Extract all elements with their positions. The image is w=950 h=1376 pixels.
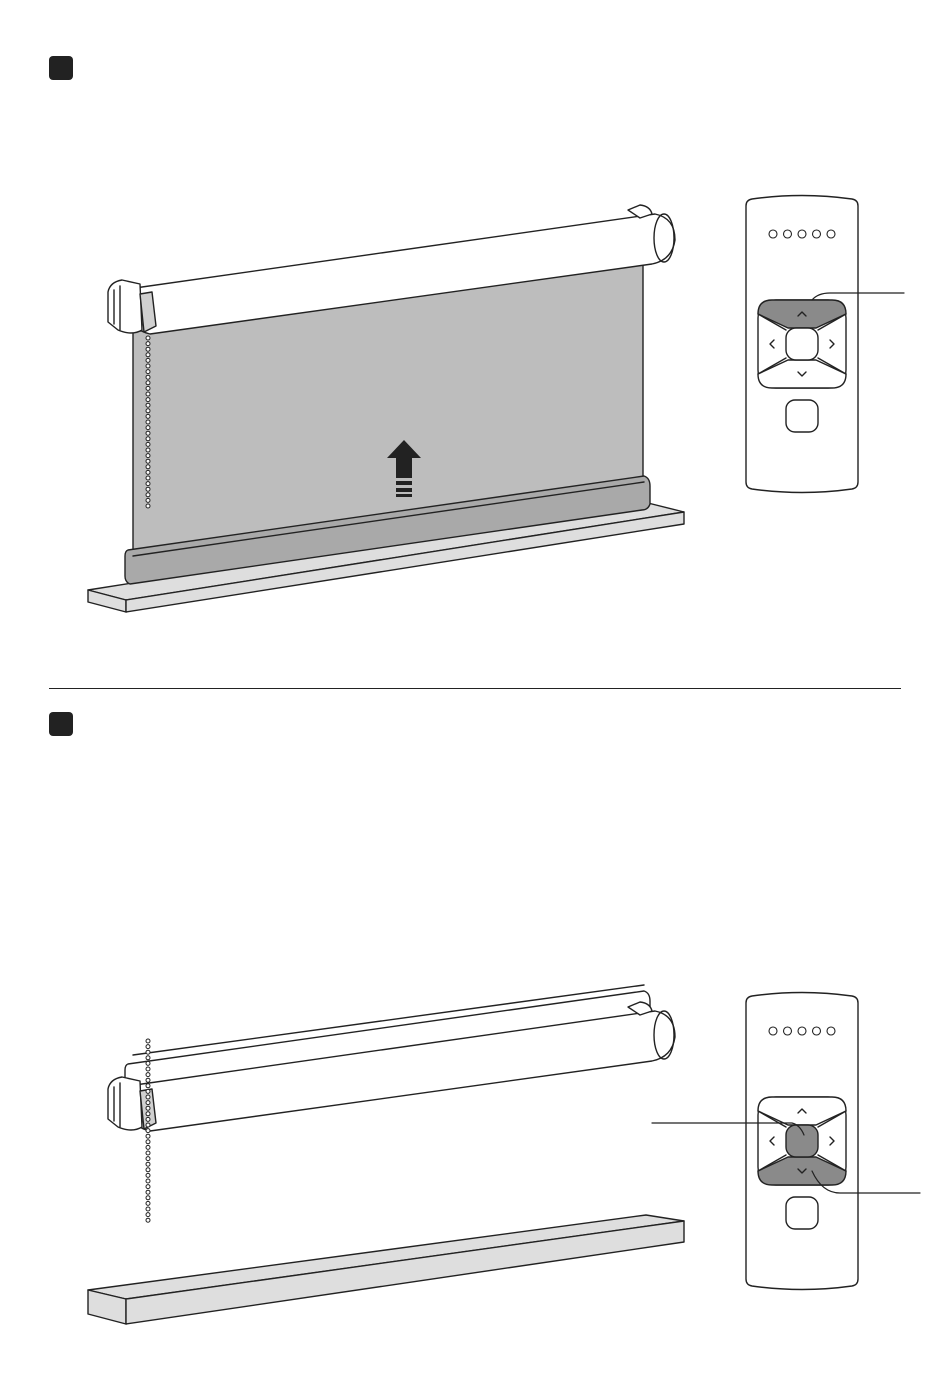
scene-1-chain-bead	[146, 375, 150, 379]
scene-2-chain-bead	[146, 1039, 150, 1043]
scene-1-chain-bead	[146, 336, 150, 340]
scene-1-chain-bead	[146, 398, 150, 402]
scene-2-chain-bead	[146, 1073, 150, 1077]
scene-1-chain-bead	[146, 459, 150, 463]
scene-1-chain-bead	[146, 476, 150, 480]
scene-2-chain-bead	[146, 1134, 150, 1138]
scene-1-remote-led	[813, 230, 821, 238]
scene-2-chain-bead	[146, 1173, 150, 1177]
scene-2-chain-bead	[146, 1106, 150, 1110]
scene-1-chain-bead	[146, 426, 150, 430]
scene-2-chain-bead	[146, 1218, 150, 1222]
scene-1-chain	[146, 336, 150, 508]
scene-1-remote-my-button	[786, 400, 818, 432]
scene-2-chain-bead	[146, 1078, 150, 1082]
scene-2-chain-bead	[146, 1207, 150, 1211]
scene-2-chain-bead	[146, 1117, 150, 1121]
scene-2-chain-bead	[146, 1185, 150, 1189]
scene-1-chain-bead	[146, 381, 150, 385]
scene-1-chain-bead	[146, 465, 150, 469]
scene-1-chain-bead	[146, 454, 150, 458]
scene-2	[88, 985, 920, 1324]
scene-1-chain-bead	[146, 409, 150, 413]
scene-1-left-bracket	[108, 280, 142, 333]
scene-2-remote-led	[813, 1027, 821, 1035]
scene-2-chain-bead	[146, 1162, 150, 1166]
scene-2-chain-bead	[146, 1061, 150, 1065]
scene-1-remote-stop-button	[786, 328, 818, 360]
scene-2-chain-bead	[146, 1129, 150, 1133]
scene-1-chain-bead	[146, 392, 150, 396]
scene-1-chain-bead	[146, 470, 150, 474]
scene-2-chain-bead	[146, 1140, 150, 1144]
scene-2-remote-led	[784, 1027, 792, 1035]
scene-2-chain-bead	[146, 1089, 150, 1093]
scene-1-chain-bead	[146, 420, 150, 424]
scene-2-chain-bead	[146, 1123, 150, 1127]
scene-1-chain-bead	[146, 442, 150, 446]
scene-1-chain-bead	[146, 498, 150, 502]
scene-1-chain-bead	[146, 414, 150, 418]
scene-1-chain-bead	[146, 403, 150, 407]
scene-2-remote-my-button	[786, 1197, 818, 1229]
scene-1-chain-bead	[146, 342, 150, 346]
scene-2-sill-front	[126, 1221, 684, 1324]
scene-2-chain-bead	[146, 1056, 150, 1060]
scene-1-chain-bead	[146, 504, 150, 508]
up-arrow-bar-3	[396, 494, 412, 497]
scene-2-left-bracket	[108, 1077, 142, 1130]
scene-1-chain-bead	[146, 358, 150, 362]
scene-1-remote-led	[784, 230, 792, 238]
scene-1-chain-bead	[146, 448, 150, 452]
scene-2-chain-bead	[146, 1201, 150, 1205]
scene-1-remote-led	[827, 230, 835, 238]
scene-2-chain-bead	[146, 1095, 150, 1099]
scene-1-chain-bead	[146, 493, 150, 497]
scene-1	[88, 196, 904, 613]
scene-1-chain-bead	[146, 347, 150, 351]
scene-1-remote-led	[769, 230, 777, 238]
scene-2-chain-bead	[146, 1213, 150, 1217]
scene-2-chain-bead	[146, 1196, 150, 1200]
scene-2-remote-led	[769, 1027, 777, 1035]
scene-2-chain-bead	[146, 1168, 150, 1172]
scene-2-chain-bead	[146, 1050, 150, 1054]
scene-2-remote-led	[827, 1027, 835, 1035]
scene-2-chain-bead	[146, 1151, 150, 1155]
scene-1-chain-bead	[146, 353, 150, 357]
scene-2-chain-bead	[146, 1157, 150, 1161]
scene-2-chain-bead	[146, 1101, 150, 1105]
scene-2-chain-bead	[146, 1145, 150, 1149]
scene-1-chain-bead	[146, 482, 150, 486]
scene-1-chain-bead	[146, 437, 150, 441]
scene-1-chain-bead	[146, 431, 150, 435]
scene-2-chain-bead	[146, 1045, 150, 1049]
scene-1-chain-bead	[146, 364, 150, 368]
scene-2-remote-led	[798, 1027, 806, 1035]
scene-2-chain-bead	[146, 1179, 150, 1183]
up-arrow-bar-2	[396, 488, 412, 492]
up-arrow-bar-1	[396, 481, 412, 485]
scene-1-chain-bead	[146, 370, 150, 374]
scene-2-chain-bead	[146, 1190, 150, 1194]
scene-1-remote-led	[798, 230, 806, 238]
scene-1-chain-bead	[146, 386, 150, 390]
scene-2-chain-bead	[146, 1112, 150, 1116]
scene-1-chain-bead	[146, 487, 150, 491]
scene-2-chain-bead	[146, 1084, 150, 1088]
scene-2-chain-bead	[146, 1067, 150, 1071]
